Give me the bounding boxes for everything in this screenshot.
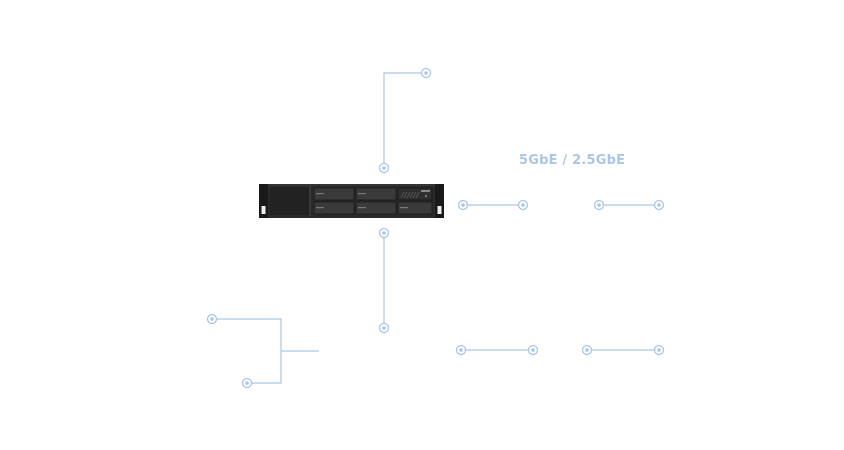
connector-network-port-b (593, 199, 665, 211)
rack-handle-left (261, 206, 266, 214)
connector-node (241, 377, 253, 389)
brand-plate (421, 190, 430, 192)
vent-slits (400, 191, 420, 199)
connector-node (517, 199, 529, 211)
drive-bay (313, 201, 355, 215)
bay-latch (358, 193, 366, 195)
bay-latch (316, 207, 324, 209)
connector-bracket-left (206, 313, 319, 389)
drive-bay (313, 187, 355, 201)
bay-latch (400, 207, 408, 209)
connector-node (593, 199, 605, 211)
connector-node (527, 344, 539, 356)
rack-ear-left (259, 184, 268, 218)
rackmount-nas-icon (259, 184, 444, 218)
status-led (425, 195, 427, 197)
connector-node (378, 322, 390, 334)
rack-handle-right (437, 206, 442, 214)
connector-line (212, 318, 282, 384)
drive-bay (355, 201, 397, 215)
front-panel (270, 187, 310, 215)
drive-bay (397, 201, 433, 215)
bay-latches (316, 193, 408, 209)
drive-bays (313, 187, 433, 215)
drive-bay (355, 187, 397, 201)
connector-network-port-a (457, 199, 529, 211)
bay-latch (316, 193, 324, 195)
connector-node (420, 67, 432, 79)
connector-top (378, 67, 432, 174)
bay-latch (358, 207, 366, 209)
connector-node (457, 199, 469, 211)
connector-node (378, 227, 390, 239)
connector-node (653, 344, 665, 356)
connector-node (653, 199, 665, 211)
network-speed-label: 5GbE / 2.5GbE (519, 153, 626, 168)
connector-bottom-a (455, 344, 539, 356)
connector-node (455, 344, 467, 356)
connector-node (581, 344, 593, 356)
connector-line (383, 72, 426, 168)
connector-mid-vertical (378, 227, 390, 334)
connector-node (206, 313, 218, 325)
rack-ear-right (435, 184, 444, 218)
connector-node (378, 162, 390, 174)
connector-bottom-b (581, 344, 665, 356)
